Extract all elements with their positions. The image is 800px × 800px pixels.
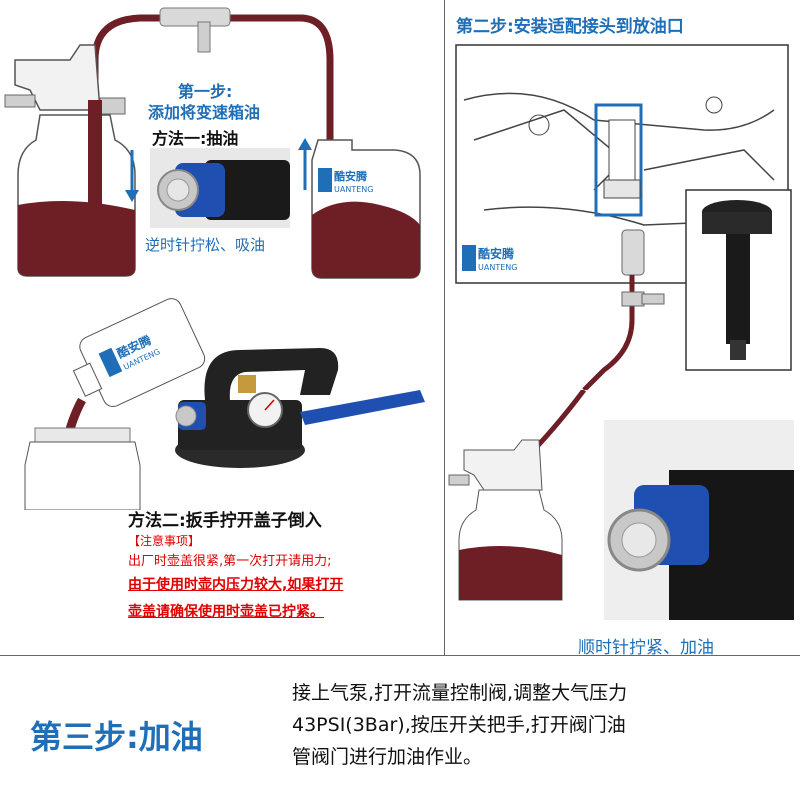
frame-right-divider [444,655,800,656]
step2-hose [582,275,635,390]
open-bottle-rim [34,427,131,443]
lid-handle [204,348,339,400]
step2-illustration: 酷安腾 UANTENG [455,44,792,390]
svg-text:酷安腾: 酷安腾 [478,246,515,261]
step1-illustration: 酷安腾 UANTENG [4,7,421,279]
adapter-label: ATF-110 [695,290,706,331]
open-bottle [24,441,141,510]
svg-text:酷安腾: 酷安腾 [334,169,368,183]
step1-caption: 逆时针拧松、吸油 [145,236,266,254]
step2-lower-illustration [448,390,794,620]
pouring-bottle [79,298,206,408]
method2-note-line3: 壶盖请确保使用时壶盖已拧紧。 [128,604,324,620]
step2-title: 第二步:安装适配接头到放油口 [456,17,684,37]
step3-desc-line2: 43PSI(3Bar),按压开关把手,打开阀门油 [292,714,626,736]
method1-label: 方法一:抽油 [152,129,239,148]
method2-title: 方法二:扳手拧开盖子倒入 [128,511,322,531]
step3-desc-line3: 管阀门进行加油作业。 [292,746,483,768]
method2-illustration: 酷安腾 UANTENG [24,298,425,510]
method2-note-line2: 由于使用时壶内压力较大,如果打开 [128,577,344,593]
right-canister-oil [312,201,420,278]
method2-note-title: 【注意事项】 [128,534,201,548]
step3-desc-line1: 接上气泵,打开流量控制阀,调整大气压力 [292,682,628,704]
wrench [300,390,425,425]
step1-title-line1: 第一步: [178,82,233,101]
step1-title-line2: 添加将变速箱油 [148,103,261,122]
left-bottle-oil [18,201,135,276]
svg-text:UANTENG: UANTENG [478,263,517,272]
top-valve [159,7,231,27]
step3-title: 第三步:加油 [30,718,203,756]
method2-note-line1: 出厂时壶盖很紧,第一次打开请用力; [128,554,332,569]
adapter-highlight [594,103,643,217]
step2-caption: 顺时针拧紧、加油 [578,638,714,658]
frame-left-panel [0,0,445,656]
quick-connector [621,229,645,276]
svg-text:UANTENG: UANTENG [334,185,373,194]
